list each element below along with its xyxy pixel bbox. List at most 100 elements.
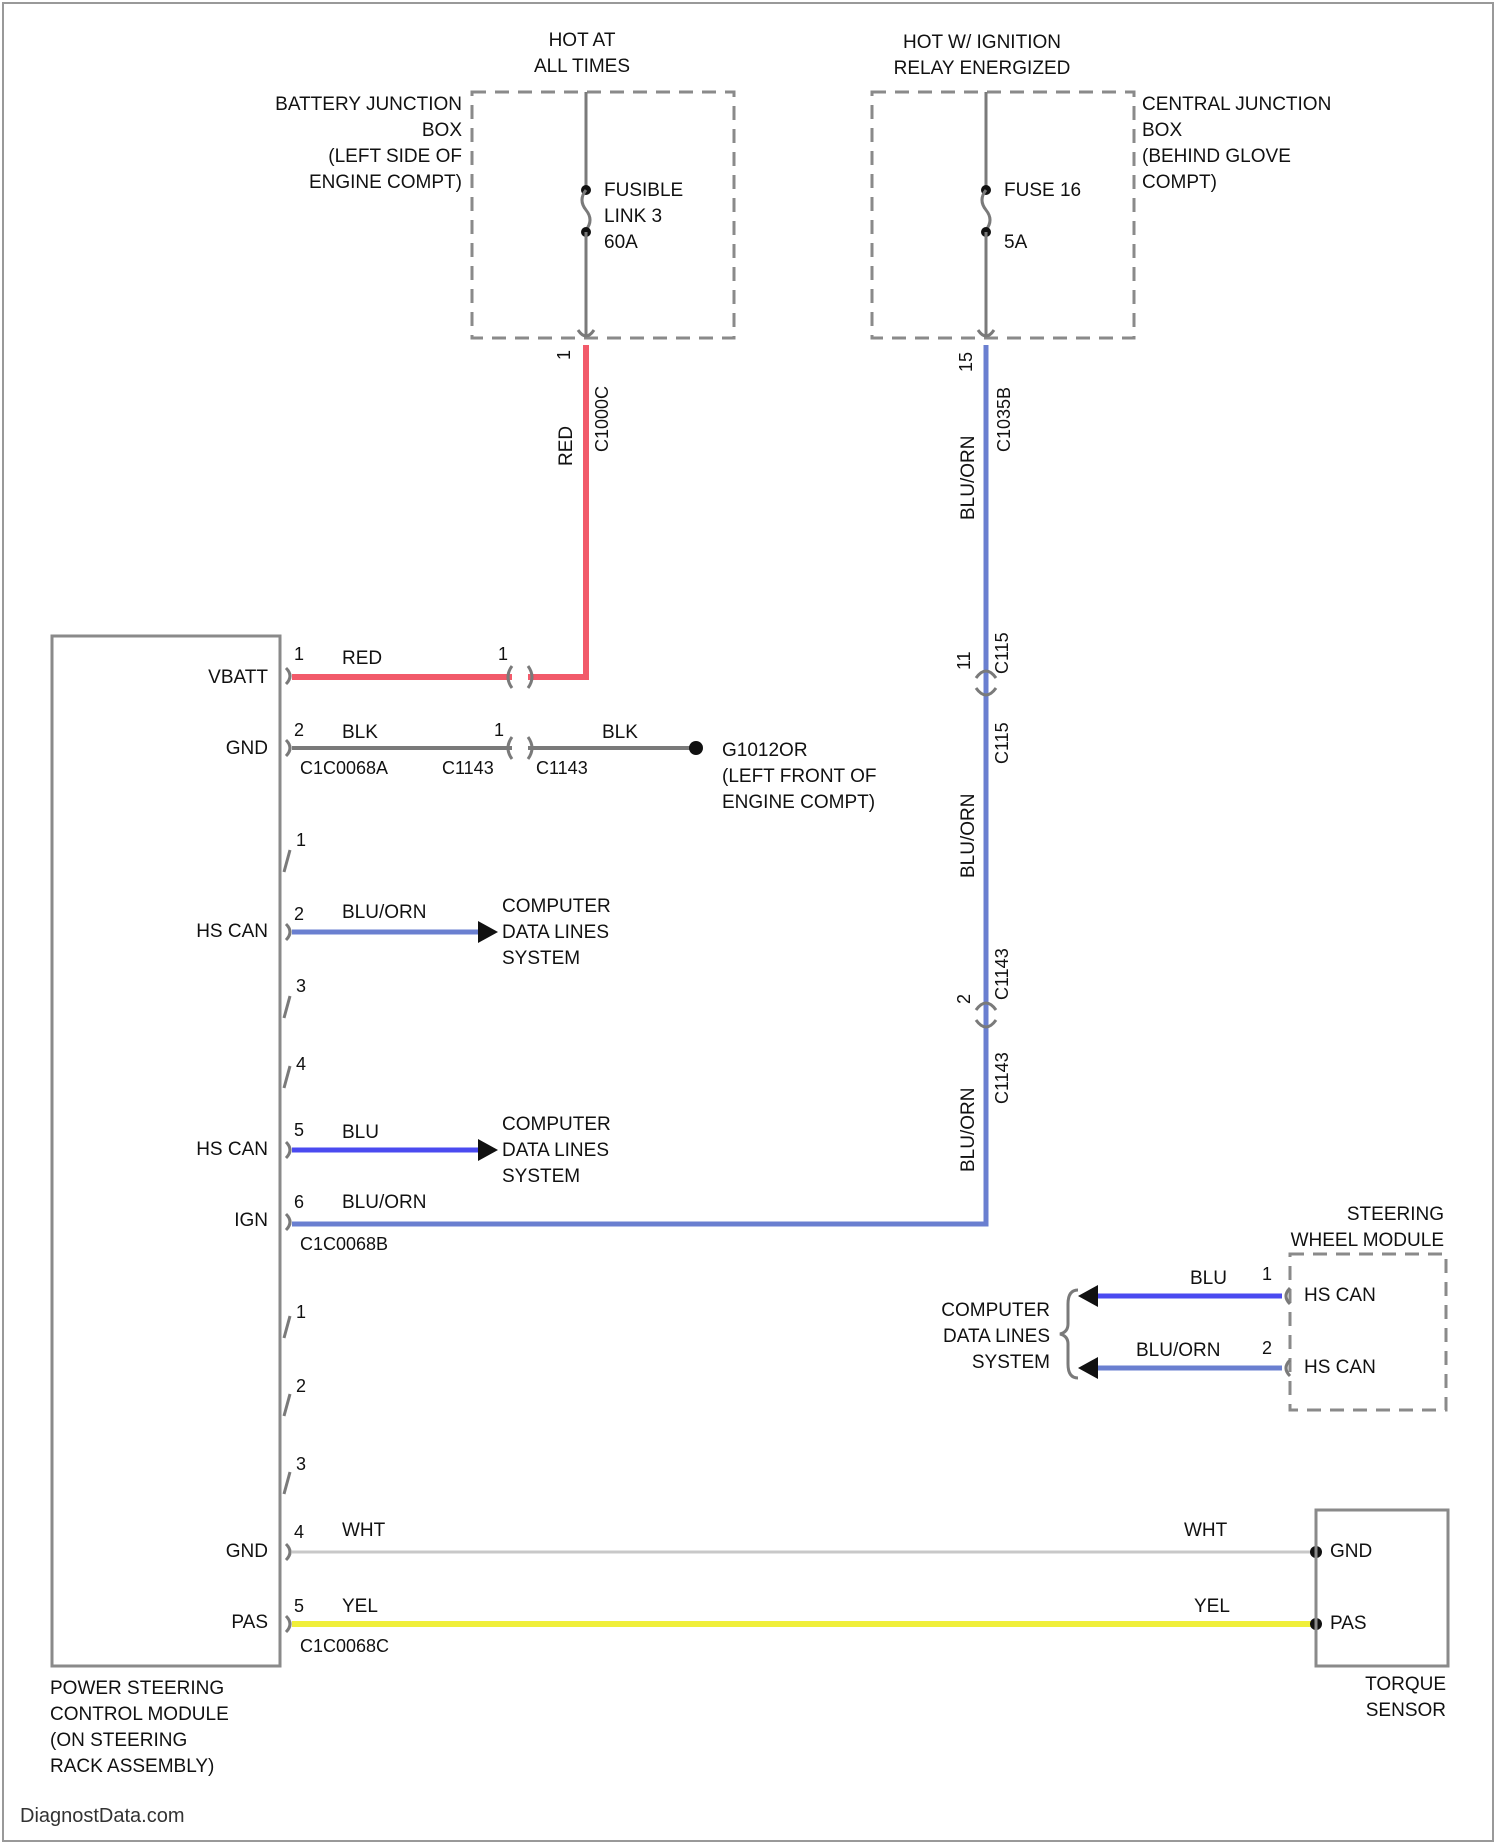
pscm-conn-b-label: C1C0068B [300,1234,388,1254]
cdl-2-label-2: DATA LINES [502,1140,609,1161]
low-bluorn-color: BLU/ORN [958,1088,979,1172]
red-wire-battery-feed [528,345,586,677]
c1143-ign-pin: 2 [954,994,974,1004]
signal-hs-can-2: HS CAN [196,1139,268,1160]
hs-can-1-wire-color: BLU/ORN [342,902,426,923]
fusible-link-label-3: 60A [604,232,638,253]
ign-wire-color: BLU/ORN [342,1192,426,1213]
swm-signal-2: HS CAN [1304,1357,1376,1378]
cdl-3-label-1: COMPUTER [941,1300,1050,1321]
pscm-conn-b-pin1 [284,850,290,872]
pscm-c-pin2-num: 2 [296,1376,306,1396]
pscm-a-pin1-num: 1 [294,644,304,664]
cdl-2-label-1: COMPUTER [502,1114,611,1135]
cjb-connector-label: C1035B [994,387,1014,452]
pscm-conn-a-pin2 [286,740,290,756]
swm-wire-color-2: BLU/ORN [1136,1340,1220,1361]
c1143-female-label: C1143 [536,758,588,778]
cdl-3-label-3: SYSTEM [972,1352,1050,1373]
pscm-c-pin3-num: 3 [296,1454,306,1474]
hs-can-arrow-1 [478,921,498,943]
cdl-1-label-1: COMPUTER [502,896,611,917]
swm-label-2: WHEEL MODULE [1291,1230,1444,1251]
pscm-c-pin5-num: 5 [294,1596,304,1616]
cdl-3-brace [1060,1290,1078,1378]
ignition-hot-label-2: RELAY ENERGIZED [894,58,1071,79]
battery-junction-box [472,92,734,338]
pscm-b-pin2-num: 2 [294,904,304,924]
pscm-conn-a-label: C1C0068A [300,758,388,778]
signal-gnd-2: GND [226,1541,268,1562]
battery-hot-label-2: ALL TIMES [534,56,630,77]
fusible-link-label-2: LINK 3 [604,206,662,227]
pscm-b-pin4-num: 4 [296,1054,306,1074]
torque-signal-pas: PAS [1330,1613,1367,1634]
pscm-a-pin2-num: 2 [294,720,304,740]
ground-label-3: ENGINE COMPT) [722,792,875,813]
fusible-link-symbol [582,190,590,230]
signal-hs-can-1: HS CAN [196,921,268,942]
pscm-conn-c-pin1 [284,1316,290,1338]
signal-gnd: GND [226,738,268,759]
swm-label-1: STEERING [1347,1204,1444,1225]
torque-label-2: SENSOR [1366,1700,1446,1721]
blk-wire-color-2: BLK [602,722,638,743]
pscm-label-2: CONTROL MODULE [50,1704,229,1725]
c115-male: C115 [992,722,1012,764]
c1143-ign-male: C1143 [992,1052,1012,1104]
pscm-c-pin1-num: 1 [296,1302,306,1322]
cdl-1-label-2: DATA LINES [502,922,609,943]
steering-wheel-module-box [1290,1254,1446,1410]
vbatt-wire-color: RED [342,648,382,669]
signal-ign: IGN [234,1210,268,1231]
pscm-conn-b-pin3 [284,996,290,1018]
cjb-label-1: CENTRAL JUNCTION [1142,94,1331,115]
cdl-3-label-2: DATA LINES [943,1326,1050,1347]
pscm-label-1: POWER STEERING [50,1678,224,1699]
yel-wire-color-right: YEL [1194,1596,1230,1617]
cjb-pin-label: 15 [956,352,976,372]
fusible-link-label-1: FUSIBLE [604,180,683,201]
swm-arrow-2 [1078,1357,1098,1379]
pscm-conn-b-pin4 [284,1066,290,1088]
c1143-pin1-num: 1 [498,644,508,664]
wht-wire-color-right: WHT [1184,1520,1228,1541]
c1143-ign-female: C1143 [992,948,1012,1000]
fuse16-symbol [982,190,990,230]
bjb-label-3: (LEFT SIDE OF [328,146,462,167]
pscm-b-pin6-num: 6 [294,1192,304,1212]
torque-signal-gnd: GND [1330,1541,1372,1562]
hs-can-2-wire-color: BLU [342,1122,379,1143]
pscm-conn-c-label: C1C0068C [300,1636,389,1656]
swm-pin2-num: 2 [1262,1338,1272,1358]
footer-watermark: DiagnostData.com [20,1805,185,1827]
pscm-b-pin1-num: 1 [296,830,306,850]
c1143-pin2-num: 1 [494,720,504,740]
swm-wire-color-1: BLU [1190,1268,1227,1289]
cjb-wire-color: BLU/ORN [958,436,979,520]
mid-bluorn-color: BLU/ORN [958,794,979,878]
bjb-pin-label: 1 [554,350,574,360]
battery-hot-label-1: HOT AT [549,30,616,51]
fuse16-label-1: FUSE 16 [1004,180,1081,201]
signal-pas: PAS [231,1612,268,1633]
yel-wire-color-left: YEL [342,1596,378,1617]
pscm-conn-b-pin5 [286,1142,290,1158]
torque-sensor-box [1316,1510,1448,1666]
c115-pin: 11 [954,651,974,670]
pscm-label-3: (ON STEERING [50,1730,187,1751]
cdl-2-label-3: SYSTEM [502,1166,580,1187]
ground-point [689,741,703,755]
c1143-male-label: C1143 [442,758,494,778]
pscm-conn-c-pin5 [286,1616,290,1632]
pscm-conn-b-pin2 [286,924,290,940]
pscm-conn-b-pin6 [286,1214,290,1230]
pscm-b-pin5-num: 5 [294,1120,304,1140]
central-junction-box [872,92,1134,338]
pscm-conn-c-pin4 [286,1544,290,1560]
swm-pin1-num: 1 [1262,1264,1272,1284]
bjb-label-2: BOX [422,120,462,141]
bjb-wire-color: RED [556,426,577,466]
swm-signal-1: HS CAN [1304,1285,1376,1306]
